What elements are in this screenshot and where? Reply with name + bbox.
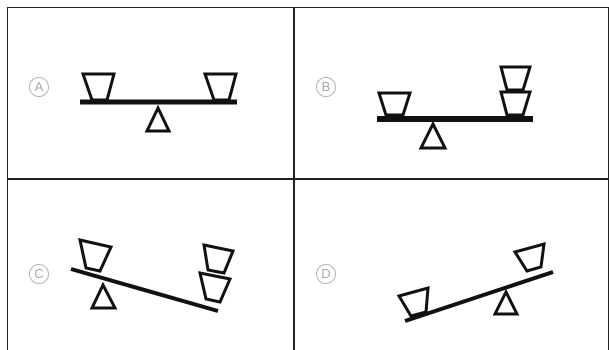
- grid-horizontal-divider: [7, 178, 609, 180]
- right-weight-icon: [512, 241, 546, 273]
- option-b-cell[interactable]: B: [295, 8, 609, 178]
- beam: [404, 270, 554, 323]
- fulcrum-icon: [492, 288, 520, 316]
- fulcrum-icon: [89, 281, 118, 310]
- fulcrum-icon: [144, 104, 172, 133]
- tilted-seesaw-left-up-icon: [70, 238, 236, 313]
- option-d-cell[interactable]: D: [295, 180, 609, 350]
- left-weight-icon: [396, 285, 430, 318]
- option-a-label: A: [29, 77, 49, 97]
- balanced-seesaw-icon: [80, 72, 238, 133]
- tilted-seesaw-right-up-icon: [396, 241, 554, 323]
- balanced-seesaw-uneven-load-icon: [376, 65, 533, 150]
- left-weight-icon: [78, 238, 114, 273]
- right-top-weight-icon: [202, 243, 236, 275]
- beam: [70, 267, 219, 313]
- left-weight-icon: [80, 72, 116, 102]
- right-top-weight-icon: [499, 65, 533, 92]
- option-c-cell[interactable]: C: [8, 180, 293, 350]
- right-weight-icon: [202, 72, 238, 102]
- right-bottom-weight-icon: [499, 90, 533, 117]
- fulcrum-icon: [418, 120, 448, 150]
- right-bottom-weight-icon: [198, 271, 233, 304]
- left-weight-icon: [376, 91, 413, 117]
- option-a-cell[interactable]: A: [8, 8, 293, 178]
- option-c-label: C: [29, 264, 49, 284]
- option-d-label: D: [316, 264, 336, 284]
- option-b-label: B: [316, 77, 336, 97]
